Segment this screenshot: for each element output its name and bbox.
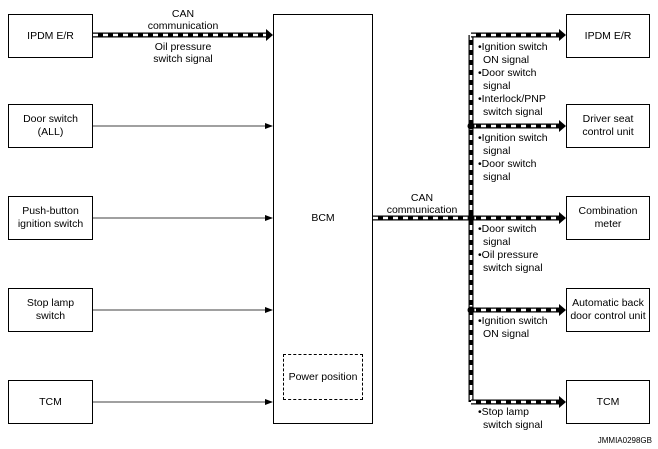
signal-line: switch signal	[483, 106, 543, 118]
figure-code: JMMIA0298GB	[597, 436, 652, 445]
left-unit-door-switch: Door switch (ALL)	[8, 104, 93, 148]
signal-line: •Ignition switch	[478, 315, 548, 327]
bcm-unit: BCM Power position	[273, 14, 373, 424]
left-unit-ipdm-er: IPDM E/R	[8, 14, 93, 58]
signal-line: •Interlock/PNP	[478, 93, 546, 105]
right-unit-driver-seat: Driver seat control unit	[566, 104, 650, 148]
signal-line: switch signal	[483, 262, 543, 274]
signal-line: •Stop lamp	[478, 406, 529, 418]
signal-group: •Ignition switch ON signal •Door switch …	[478, 41, 548, 119]
branch-driver-seat	[471, 120, 566, 132]
signal-line: •Ignition switch	[478, 41, 548, 53]
signal-group: •Door switch signal •Oil pressure switch…	[478, 223, 543, 275]
signal-line: •Door switch	[478, 67, 537, 79]
can-output-label: CAN communication	[386, 192, 458, 216]
signal-group: •Ignition switch signal •Door switch sig…	[478, 132, 548, 184]
right-unit-back-door: Automatic back door control unit	[566, 288, 650, 332]
signal-group: •Stop lamp switch signal	[478, 406, 543, 432]
branch-ipdm	[471, 29, 566, 41]
signal-line: switch signal	[483, 419, 543, 431]
can-input-label: CAN communication	[147, 8, 219, 32]
right-unit-combination-meter: Combination meter	[566, 196, 650, 240]
signal-line: ON signal	[483, 328, 530, 340]
signal-line: signal	[483, 80, 511, 92]
signal-line: •Oil pressure	[478, 249, 539, 261]
signal-line: •Ignition switch	[478, 132, 548, 144]
left-unit-push-button: Push-button ignition switch	[8, 196, 93, 240]
branch-combination-meter	[471, 212, 566, 224]
branch-back-door	[471, 304, 566, 316]
signal-line: ON signal	[483, 54, 530, 66]
signal-line: signal	[483, 171, 511, 183]
signal-line: signal	[483, 236, 511, 248]
right-unit-ipdm-er: IPDM E/R	[566, 14, 650, 58]
power-position-box: Power position	[283, 354, 363, 400]
oil-pressure-label: Oil pressure switch signal	[153, 41, 213, 65]
signal-line: •Door switch	[478, 158, 537, 170]
bcm-label: BCM	[311, 212, 335, 224]
left-unit-stop-lamp: Stop lamp switch	[8, 288, 93, 332]
signal-line: •Door switch	[478, 223, 537, 235]
junction-dot	[467, 122, 475, 130]
branch-tcm	[471, 396, 566, 408]
junction-dot	[467, 306, 475, 314]
left-unit-tcm: TCM	[8, 380, 93, 424]
signal-group: •Ignition switch ON signal	[478, 315, 548, 341]
can-input-line	[93, 29, 273, 41]
signal-line: signal	[483, 145, 511, 157]
right-unit-tcm: TCM	[566, 380, 650, 424]
junction-dot	[467, 214, 475, 222]
